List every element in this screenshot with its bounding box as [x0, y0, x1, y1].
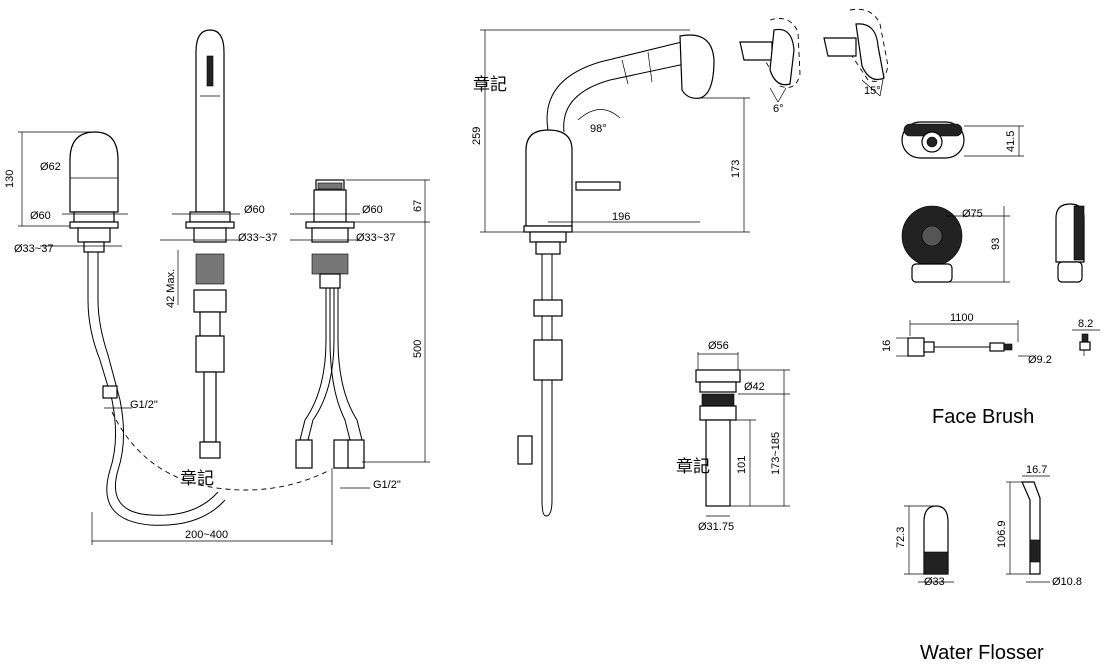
- stamp-text-side: 章記: [473, 75, 507, 95]
- stamp-text-left: 章記: [180, 469, 214, 489]
- face-brush-views: 41.5 Ø75 93 1100 16 Ø9.2 8.2 Face Brush: [881, 121, 1100, 428]
- spray-tilt-details: 6° 15°: [739, 8, 889, 115]
- water-flosser-views: 72.3 Ø33 16.7 106.9 Ø10.8 Water Flosser: [895, 464, 1082, 664]
- dim-angle-15: 15°: [864, 85, 881, 97]
- dim-diameter-33-37-b: Ø33~37: [238, 232, 277, 244]
- dim-g12-b: G1/2": [373, 479, 401, 491]
- dim-diameter-10-8: Ø10.8: [1052, 576, 1082, 588]
- dim-diameter-31-75: Ø31.75: [698, 521, 734, 533]
- dim-42-max: 42 Max.: [165, 269, 177, 308]
- stamp-text-drain: 章記: [676, 457, 710, 477]
- dim-height-93: 93: [990, 238, 1002, 250]
- dim-height-41-5: 41.5: [1005, 131, 1017, 152]
- dim-height-101: 101: [736, 456, 748, 474]
- dim-angle-6: 6°: [773, 103, 784, 115]
- dim-diameter-62: Ø62: [40, 161, 61, 173]
- dim-diameter-60-b: Ø60: [244, 204, 265, 216]
- water-flosser-caption: Water Flosser: [920, 642, 1044, 664]
- dim-width-200-400: 200~400: [185, 529, 228, 541]
- dim-width-196: 196: [612, 211, 630, 223]
- dim-diameter-9-2: Ø9.2: [1028, 354, 1052, 366]
- dim-g12-a: G1/2": [130, 399, 158, 411]
- faucet-side-view: 259 98° 173 196 章記: [471, 29, 750, 517]
- dim-height-106-9: 106.9: [996, 520, 1008, 548]
- tall-spout-view: Ø60 Ø33~37 42 Max. 章記: [160, 29, 277, 489]
- dim-width-16: 16: [881, 340, 893, 352]
- face-brush-caption: Face Brush: [932, 406, 1034, 428]
- dim-angle-98: 98°: [590, 123, 607, 135]
- dim-diameter-75: Ø75: [962, 208, 983, 220]
- dim-height-500: 500: [412, 340, 424, 358]
- dim-width-8-2: 8.2: [1078, 318, 1093, 330]
- dim-height-173-185: 173~185: [770, 432, 782, 475]
- dim-diameter-56: Ø56: [708, 340, 729, 352]
- dim-height-173: 173: [730, 160, 742, 178]
- dim-diameter-42: Ø42: [744, 381, 765, 393]
- dim-height-130: 130: [4, 170, 16, 188]
- dim-diameter-33-37-a: Ø33~37: [14, 243, 53, 255]
- dim-diameter-33: Ø33: [924, 576, 945, 588]
- dim-width-16-7: 16.7: [1026, 464, 1047, 476]
- dim-height-72-3: 72.3: [895, 527, 907, 548]
- dim-length-1100: 1100: [950, 312, 974, 324]
- valve-body-view: Ø60 Ø33~37 67 500 G1/2": [290, 179, 430, 545]
- sensor-unit-view: Ø62 130 Ø60 Ø33~37 G1/2" 200~400: [4, 131, 332, 545]
- dim-diameter-60-a: Ø60: [30, 210, 51, 222]
- drain-view: Ø56 Ø42 173~185 101 Ø31.75 章記: [676, 340, 790, 533]
- dim-diameter-33-37-c: Ø33~37: [356, 232, 395, 244]
- dim-height-259: 259: [471, 127, 483, 145]
- dim-diameter-60-c: Ø60: [362, 204, 383, 216]
- dim-height-67: 67: [412, 200, 424, 212]
